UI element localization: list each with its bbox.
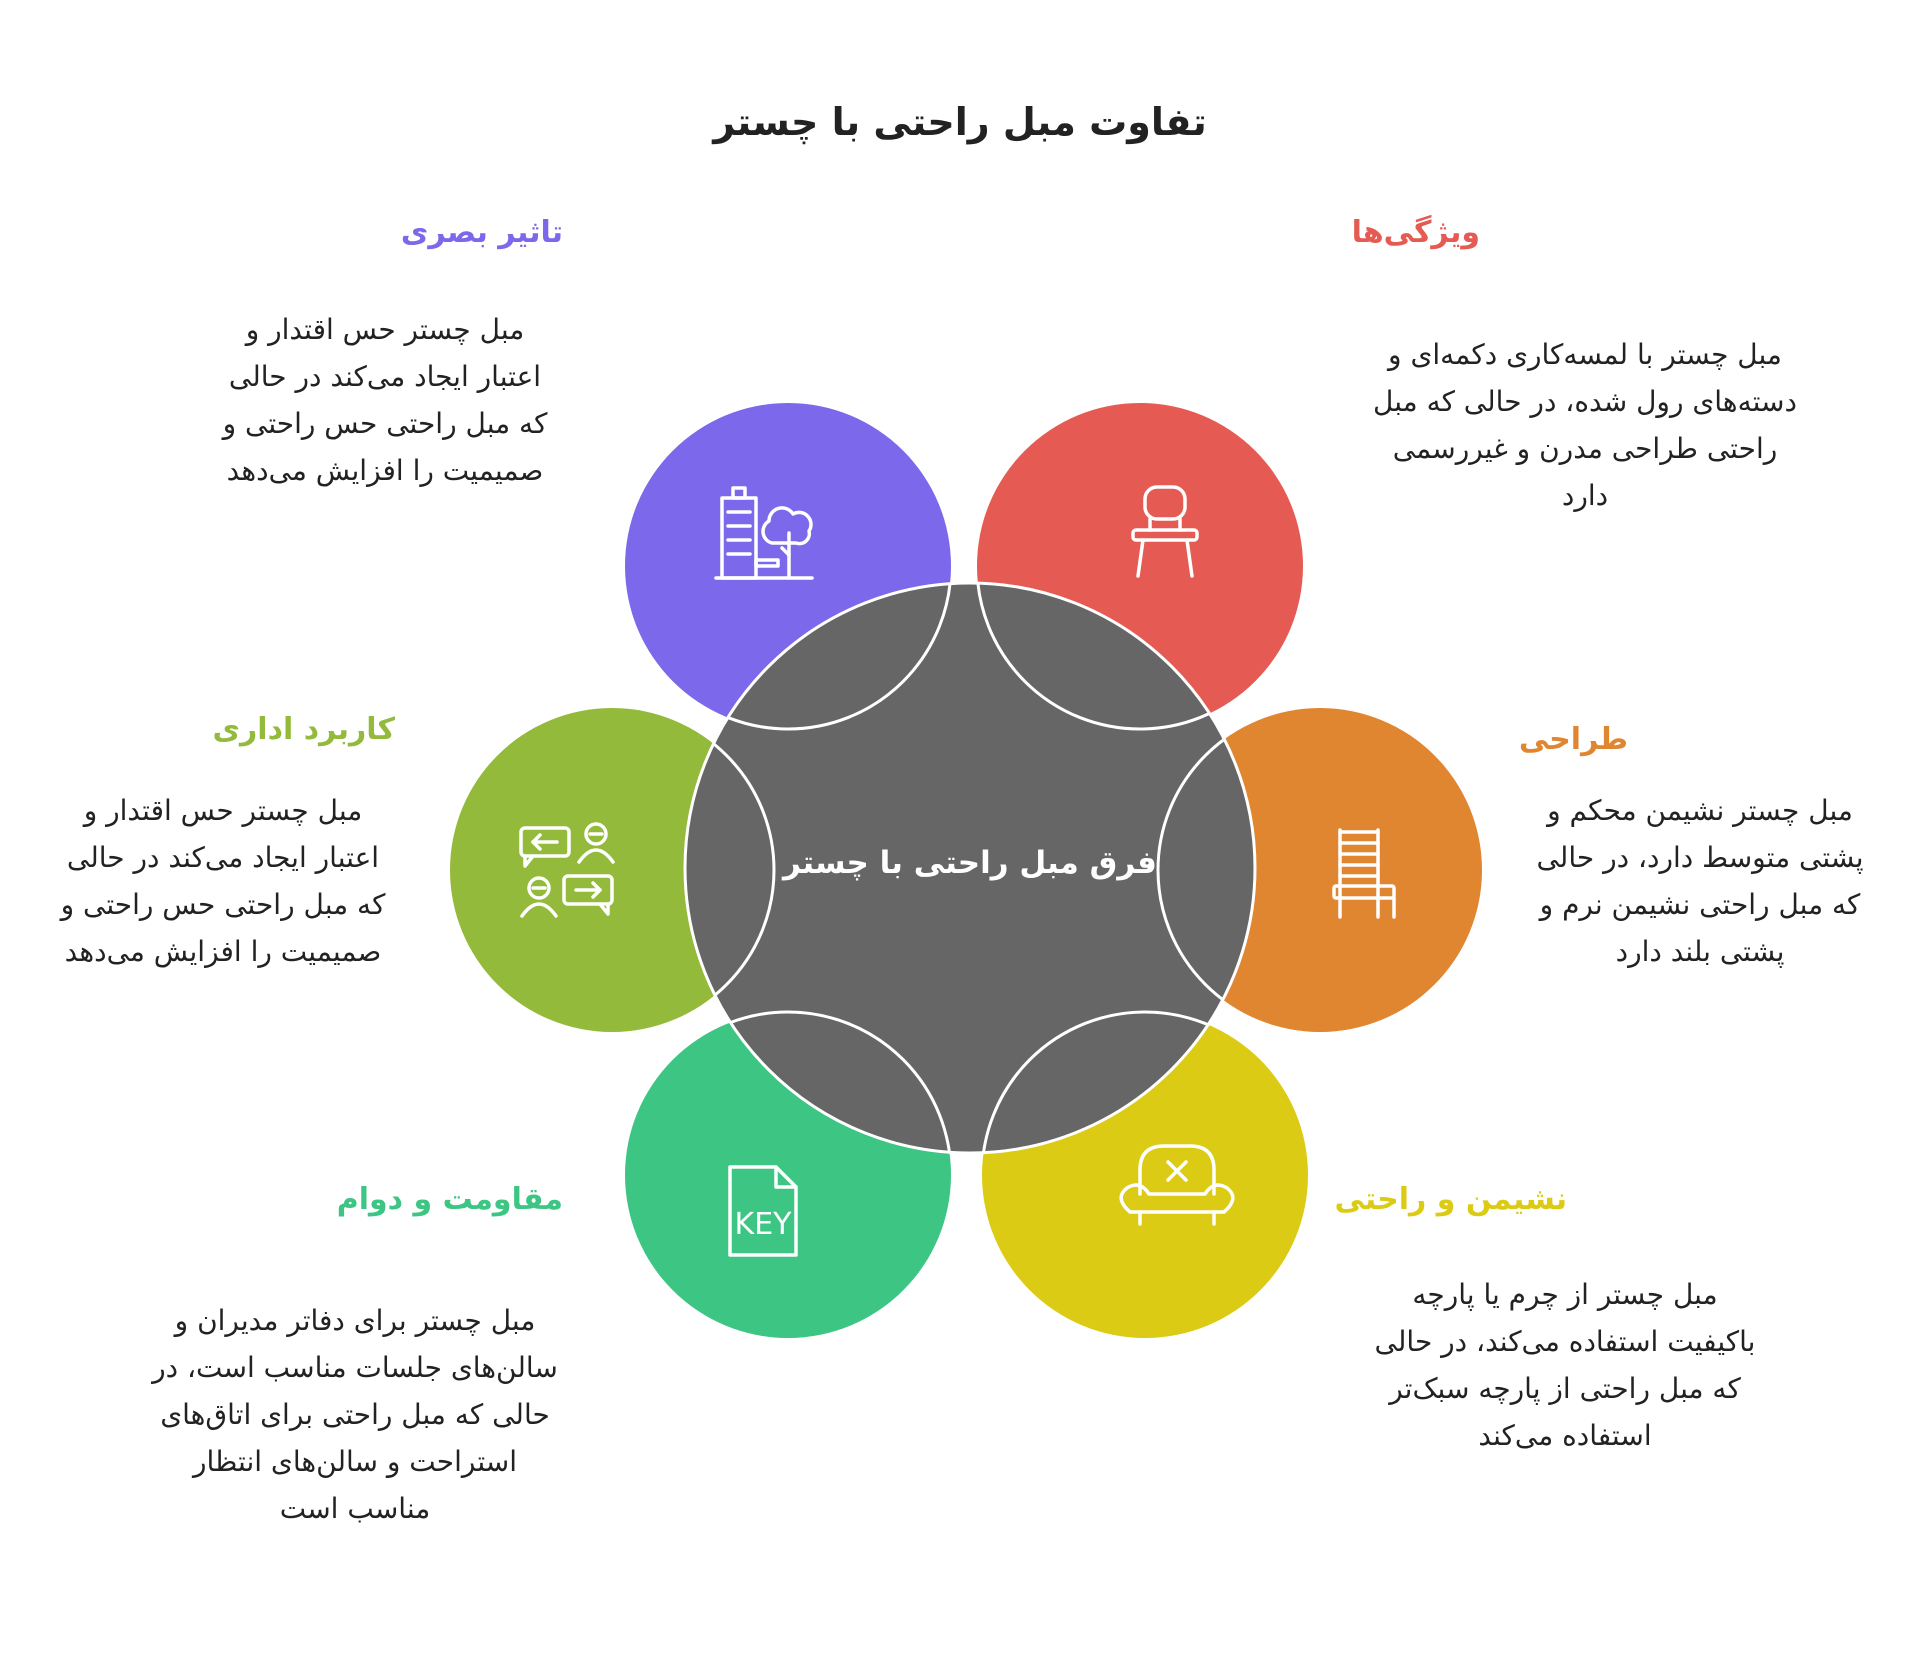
people-exchange-icon [519, 822, 615, 918]
overlap-arcs [685, 583, 1255, 1153]
topic-desc-seating: مبل چستر از چرم یا پارچه باکیفیت استفاده… [1374, 1278, 1756, 1452]
petal-office-use [450, 708, 774, 1032]
diagram-title: تفاوت مبل راحتی با چستر [713, 100, 1207, 144]
armchair-icon [1119, 1144, 1235, 1226]
center-label: فرق مبل راحتی با چستر [783, 845, 1157, 881]
topic-label-durability: مقاومت و دوام [336, 1182, 563, 1217]
topic-desc-design: مبل چستر نشیمن محکم و پشتی متوسط دارد، د… [1536, 794, 1864, 968]
ladder-back-chair-icon [1332, 828, 1396, 919]
key-file-icon: KEY [728, 1165, 798, 1257]
topic-label-features: ویژگی‌ها [1351, 215, 1480, 250]
svg-text:KEY: KEY [735, 1207, 793, 1242]
chair-icon [1131, 485, 1199, 578]
topic-desc-features: مبل چستر با لمسه‌کاری دکمه‌ای و دسته‌های… [1373, 338, 1797, 512]
topic-label-office-use: کاربرد اداری [212, 712, 395, 747]
topic-desc-visual-impact: مبل چستر حس اقتدار و اعتبار ایجاد می‌کند… [222, 313, 548, 487]
topic-label-design: طراحی [1518, 722, 1628, 757]
topic-desc-durability: مبل چستر برای دفاتر مدیران و سالن‌های جل… [152, 1304, 558, 1525]
topic-label-seating: نشیمن و راحتی [1334, 1182, 1567, 1217]
topic-desc-office-use: مبل چستر حس اقتدار و اعتبار ایجاد می‌کند… [60, 794, 386, 968]
topic-label-visual-impact: تاثیر بصری [400, 215, 563, 250]
city-park-icon [714, 486, 814, 580]
